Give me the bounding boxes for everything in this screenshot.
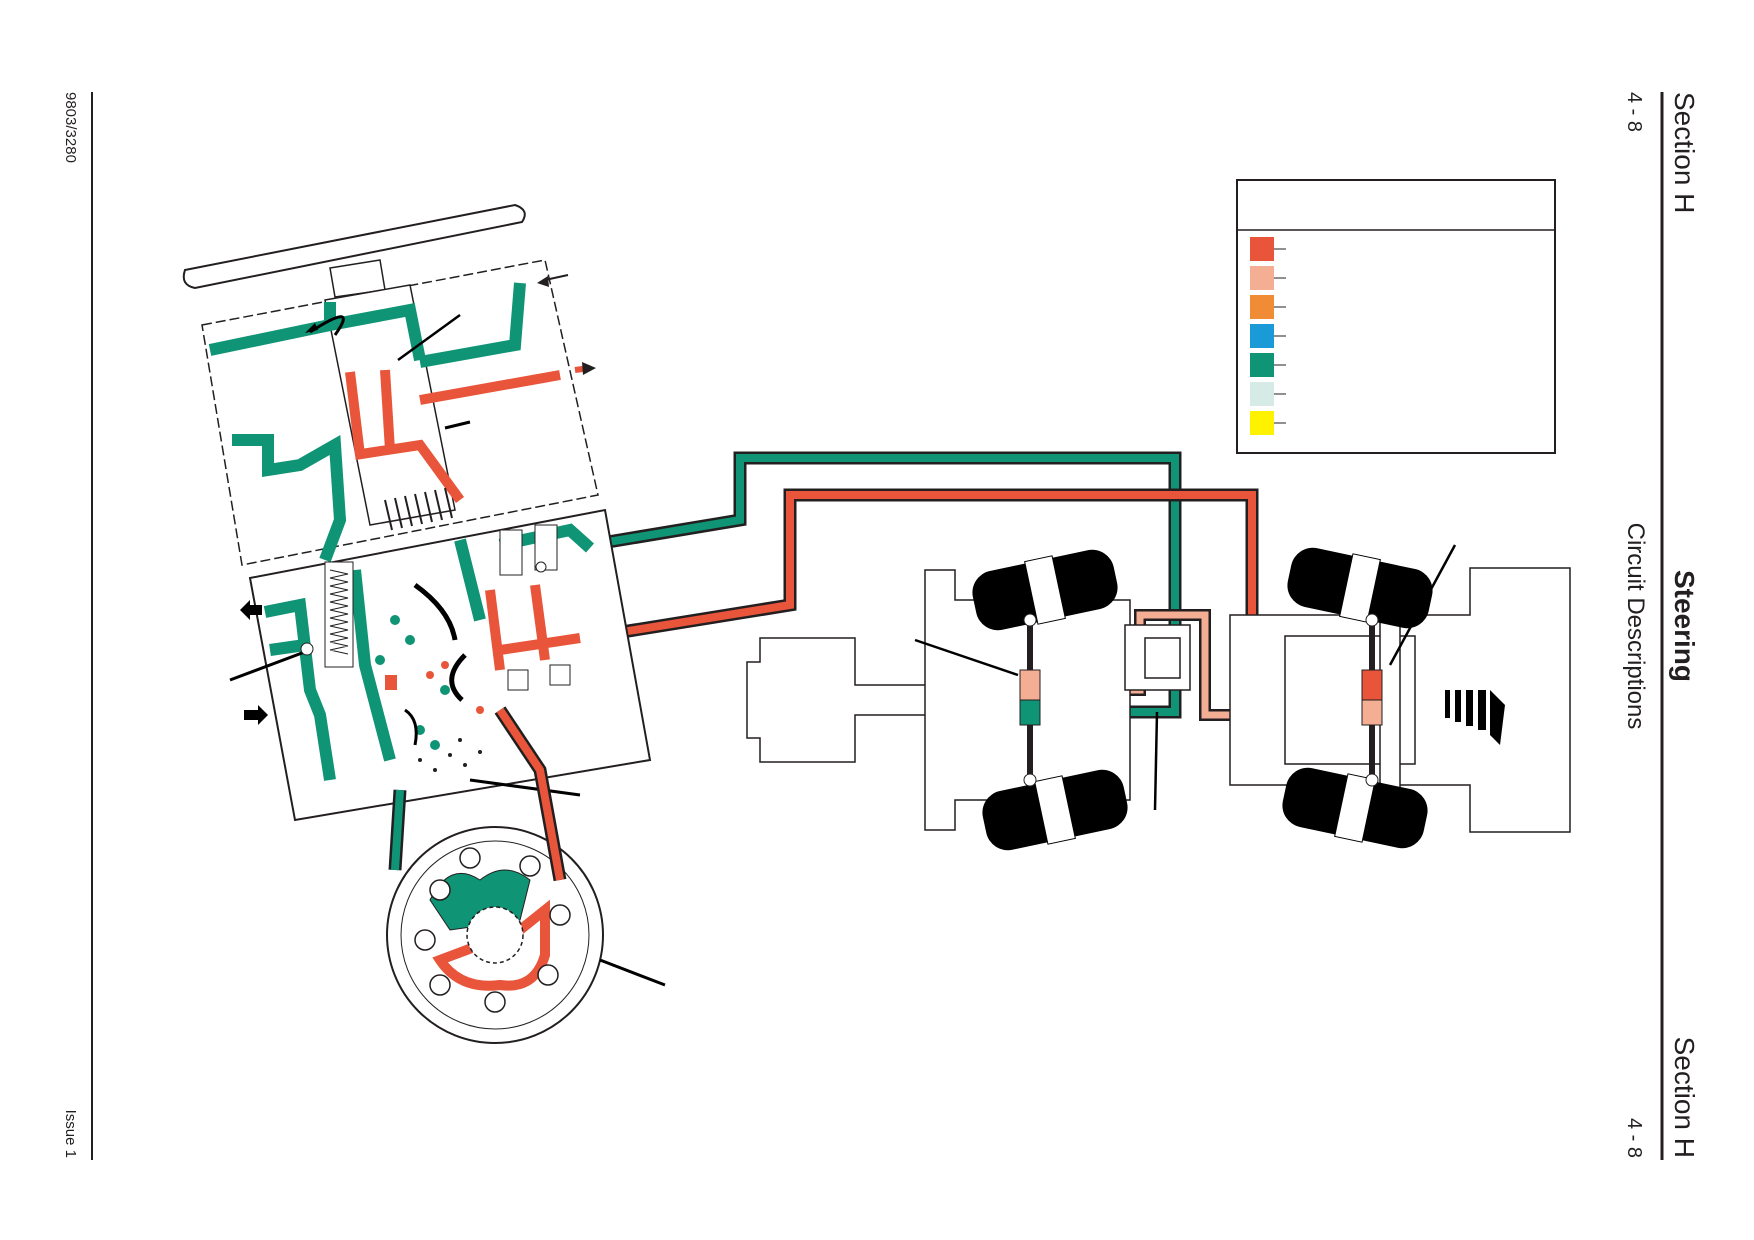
legend-swatch	[1250, 353, 1274, 377]
valve-block	[229, 508, 652, 822]
steering-wheel	[182, 203, 526, 298]
callout-leaders-chassis	[914, 544, 1457, 811]
page-number-top: 4 - 8	[1623, 92, 1645, 132]
colour-key	[1236, 179, 1556, 454]
legend-swatch	[1250, 266, 1274, 290]
rear-steering-ram	[1019, 613, 1041, 787]
section-label-top: Section H	[1669, 92, 1700, 213]
page-title: Steering	[1669, 570, 1700, 682]
front-steering-ram	[1361, 613, 1383, 787]
front-right-wheel	[1282, 767, 1428, 849]
rear-right-wheel	[982, 769, 1128, 851]
turn-direction-arrow	[1445, 690, 1505, 745]
issue-label: Issue 1	[62, 1110, 79, 1158]
legend-swatch	[1250, 411, 1274, 435]
page-subtitle: Circuit Descriptions	[1622, 523, 1649, 730]
front-left-wheel	[1287, 547, 1433, 629]
section-label-bottom: Section H	[1669, 1037, 1700, 1158]
metering-unit	[386, 706, 666, 1044]
legend-swatch	[1250, 295, 1274, 319]
doc-number: 9803/3280	[62, 92, 79, 163]
rear-left-wheel	[972, 549, 1118, 631]
legend-swatch	[1250, 324, 1274, 348]
legend-swatch	[1250, 382, 1274, 406]
legend-swatch	[1250, 237, 1274, 261]
steering-unit-upper	[201, 259, 599, 566]
page-number-bottom: 4 - 8	[1623, 1118, 1645, 1158]
